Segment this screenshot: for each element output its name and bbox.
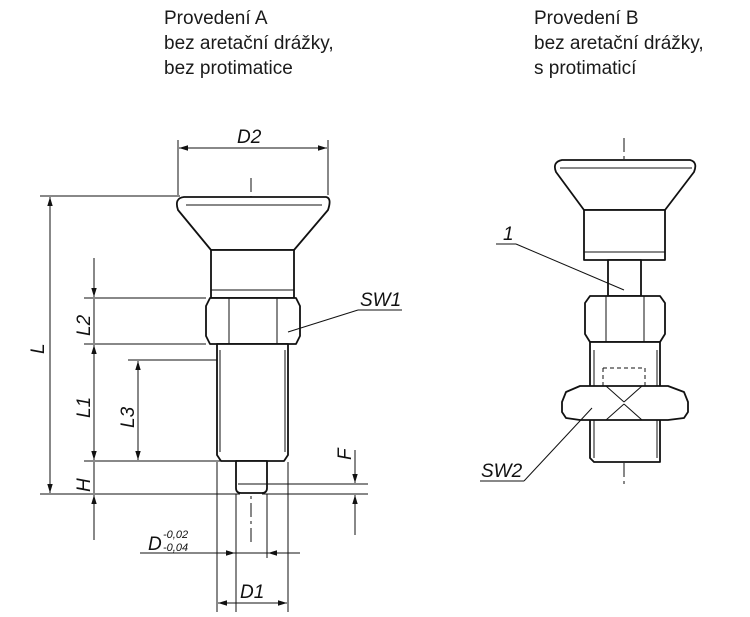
variant-b-title: Provedení B — [534, 8, 639, 29]
variant-a-plunger-pin — [235, 460, 268, 494]
variant-b-desc-1: bez aretační drážky, — [534, 33, 704, 54]
variant-b-hex-body — [584, 295, 666, 343]
dim-sw2-label: SW2 — [481, 461, 523, 482]
variant-a-title: Provedení A — [164, 8, 268, 29]
variant-b-desc-2: s protimaticí — [534, 58, 637, 79]
variant-a-caption: Provedení A bez aretační drážky, bez pro… — [164, 6, 334, 81]
dim-h-label: H — [74, 478, 95, 492]
dim-f-label: F — [335, 447, 356, 460]
dim-l1-label: L1 — [74, 397, 95, 418]
variant-b-drawing: 1 SW2 — [480, 138, 697, 488]
variant-a-desc-2: bez protimatice — [164, 58, 293, 79]
dim-sw1-label: SW1 — [360, 290, 401, 311]
variant-a-hex-nut — [205, 297, 301, 345]
dim-d-label: D — [148, 534, 162, 555]
dim-d2-label: D2 — [237, 127, 262, 148]
variant-b-caption: Provedení B bez aretační drážky, s proti… — [534, 6, 704, 81]
variant-a-collar — [210, 249, 295, 299]
variant-b-lock-nut — [561, 385, 689, 421]
variant-a-drawing: D2 L L2 L1 H L3 F — [28, 127, 402, 612]
dim-l-label: L — [28, 343, 49, 354]
dim-d-tolerance-lower: -0,04 — [163, 542, 188, 554]
variant-b-pin-shank — [607, 259, 642, 297]
dim-d1-label: D1 — [240, 582, 264, 603]
variant-a-desc-1: bez aretační drážky, — [164, 33, 334, 54]
ref-1-label: 1 — [503, 224, 514, 245]
dim-l2-label: L2 — [74, 314, 95, 336]
dim-d-tolerance-upper: -0,02 — [163, 529, 188, 541]
variant-a-threaded-body — [216, 343, 289, 462]
dim-l3-label: L3 — [118, 406, 139, 428]
